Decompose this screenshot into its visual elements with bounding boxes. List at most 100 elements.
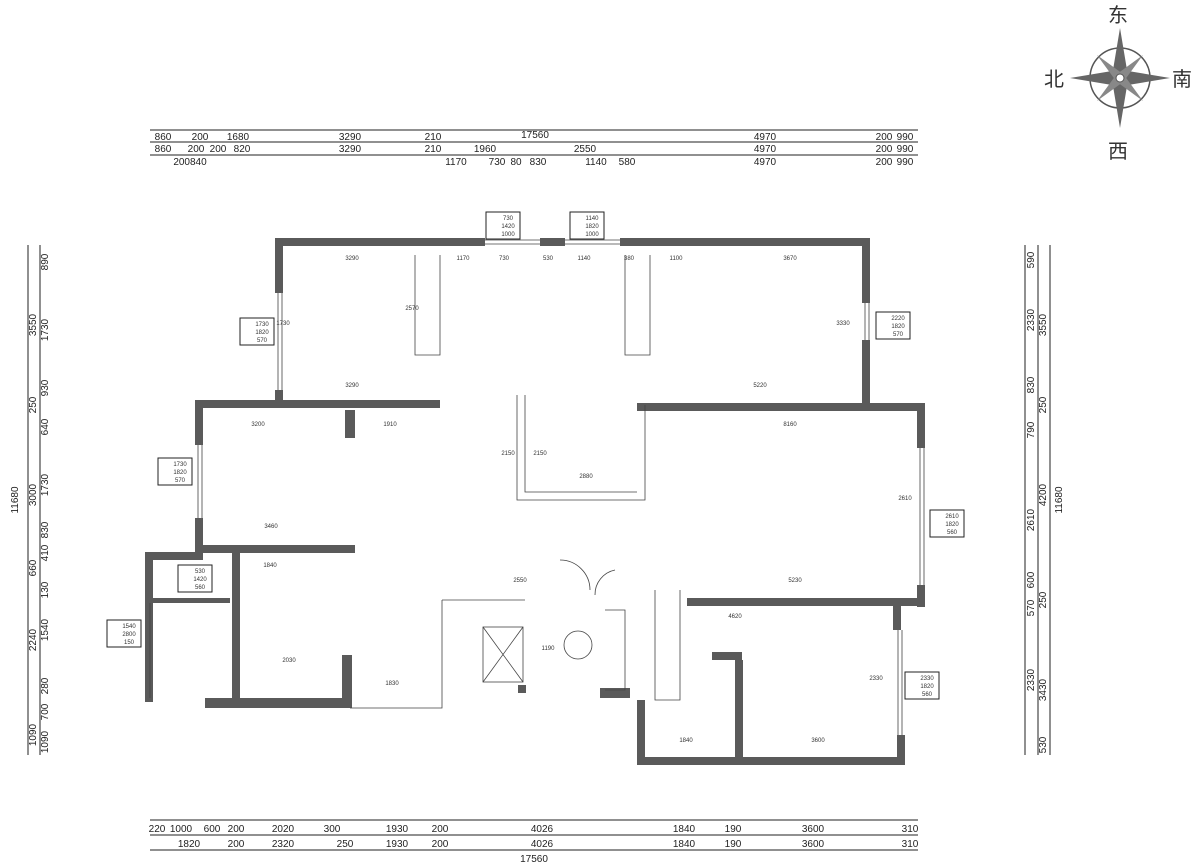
window-tag-value: 570	[175, 478, 186, 484]
room-dim-label: 2570	[405, 306, 419, 312]
bottom-dim-label: 1840	[673, 839, 696, 850]
top-dim-label: 3290	[339, 132, 362, 143]
right-dim-label: 600	[1026, 571, 1037, 588]
bottom-dim-label: 3600	[802, 824, 825, 835]
room-dim-label: 1140	[578, 256, 592, 262]
window-tag-value: 1000	[585, 232, 599, 238]
bottom-dim-label: 200	[228, 824, 245, 835]
room-dim-label: 1840	[263, 563, 277, 569]
window-tag-value: 1820	[920, 684, 934, 690]
bottom-dim-label: 2320	[272, 839, 295, 850]
window-tag	[875, 311, 911, 340]
right-dim-label: 250	[1038, 591, 1049, 608]
top-dim-label: 990	[897, 144, 914, 155]
bottom-dim-label: 310	[902, 824, 919, 835]
room-dim-label: 3200	[251, 422, 265, 428]
window-tags: 1730182057017301820570530142056015402800…	[106, 211, 965, 700]
window-tag-value: 1540	[122, 624, 136, 630]
top-dim-label: 200	[192, 132, 209, 143]
left-dim-label: 280	[40, 677, 51, 694]
room-dim-label: 5230	[788, 578, 802, 584]
top-dim-label: 990	[897, 157, 914, 168]
window-tag-value: 570	[893, 332, 904, 338]
compass-rose-icon	[1070, 28, 1170, 128]
window-tag-value: 1730	[173, 462, 187, 468]
room-dim-label: 5220	[753, 383, 767, 389]
bottom-dim-label: 4026	[531, 839, 554, 850]
room-dim-label: 2030	[282, 658, 296, 664]
top-dim-label: 200	[210, 144, 227, 155]
bottom-dim-label: 1000	[170, 824, 193, 835]
bottom-dim-label: 220	[149, 824, 166, 835]
top-dim-label: 730	[489, 157, 506, 168]
window-tag-value: 560	[947, 530, 958, 536]
window-tag	[106, 619, 142, 648]
window-tag-value: 1140	[586, 216, 600, 222]
top-dim-label: 580	[619, 157, 636, 168]
room-dim-label: 3290	[345, 383, 359, 389]
room-dim-label: 3600	[811, 738, 825, 744]
left-dim-label: 660	[28, 559, 39, 576]
top-dim-label: 17560	[521, 130, 549, 141]
top-dim-label: 860	[155, 132, 172, 143]
right-dim-label: 570	[1026, 599, 1037, 616]
room-dim-label: 380	[624, 256, 635, 262]
bottom-dim-label: 190	[725, 824, 742, 835]
top-dim-label: 200	[876, 132, 893, 143]
window-tag	[569, 211, 605, 240]
bottom-dim-label: 310	[902, 839, 919, 850]
top-dim-label: 820	[234, 144, 251, 155]
window-tag-value: 1820	[891, 324, 905, 330]
window-tag	[904, 671, 940, 700]
bottom-dim-label: 190	[725, 839, 742, 850]
left-dim-label: 700	[40, 703, 51, 720]
compass-east-label: 东	[1108, 3, 1128, 27]
room-dim-label: 730	[499, 256, 510, 262]
top-dim-label: 210	[425, 144, 442, 155]
room-dim-label: 2150	[501, 451, 515, 457]
left-dim-label: 830	[40, 521, 51, 538]
room-dim-label: 2150	[533, 451, 547, 457]
window-tag-value: 2610	[945, 514, 959, 520]
compass-north-label: 北	[1044, 67, 1064, 91]
dimension-lines	[27, 129, 1051, 851]
room-dim-label: 530	[543, 256, 554, 262]
window-tag-value: 730	[503, 216, 514, 222]
left-dim-label: 250	[28, 396, 39, 413]
room-dim-label: 2330	[869, 676, 883, 682]
bottom-dim-label: 200	[228, 839, 245, 850]
room-dim-label: 1730	[276, 321, 290, 327]
left-dim-label: 890	[40, 253, 51, 270]
window-tag-value: 2220	[891, 316, 905, 322]
bottom-dim-label: 250	[337, 839, 354, 850]
room-dim-label: 4620	[728, 614, 742, 620]
left-dim-label: 640	[40, 418, 51, 435]
right-dim-label: 2330	[1026, 668, 1037, 691]
window-tag-value: 1420	[501, 224, 515, 230]
window-tag-value: 1820	[585, 224, 599, 230]
windows-and-fixtures	[149, 239, 925, 735]
room-dim-label: 2610	[898, 496, 912, 502]
left-total-label: 11680	[10, 486, 21, 514]
top-dim-label: 1960	[474, 144, 497, 155]
window-tag-value: 1820	[945, 522, 959, 528]
right-dim-label: 3550	[1038, 313, 1049, 336]
right-dim-label: 830	[1026, 376, 1037, 393]
window-tag-value: 560	[195, 585, 206, 591]
right-dim-label: 790	[1026, 421, 1037, 438]
right-dim-label: 250	[1038, 396, 1049, 413]
room-dim-label: 3290	[345, 256, 359, 262]
right-dim-label: 530	[1038, 736, 1049, 753]
window-tag	[485, 211, 521, 240]
bottom-dim-label: 3600	[802, 839, 825, 850]
left-dim-label: 410	[40, 544, 51, 561]
top-dim-label: 200	[188, 144, 205, 155]
bottom-dim-label: 4026	[531, 824, 554, 835]
room-dim-label: 3330	[836, 321, 850, 327]
bottom-dim-label: 600	[204, 824, 221, 835]
top-dim-label: 830	[530, 157, 547, 168]
right-dim-label: 3430	[1038, 678, 1049, 701]
top-dim-label: 2550	[574, 144, 597, 155]
top-dim-label: 80	[510, 157, 522, 168]
bottom-dim-label: 300	[324, 824, 341, 835]
